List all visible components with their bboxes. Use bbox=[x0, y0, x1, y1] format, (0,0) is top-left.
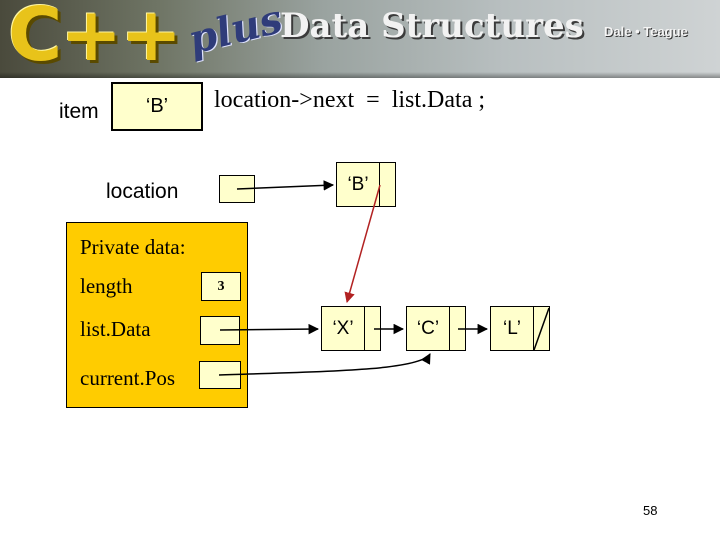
node-value: ‘B’ bbox=[347, 173, 369, 195]
item-value: ‘B’ bbox=[145, 95, 169, 117]
currentpos-arrow bbox=[218, 353, 431, 376]
page-number: 58 bbox=[643, 503, 658, 518]
item-label: item bbox=[59, 100, 99, 123]
node-info: ‘C’ bbox=[406, 306, 450, 351]
list-node-x: ‘X’ bbox=[321, 306, 381, 351]
node-value: ‘C’ bbox=[416, 317, 440, 339]
new-next-arrow bbox=[344, 184, 381, 304]
length-value: 3 bbox=[217, 278, 225, 294]
item-value-box: ‘B’ bbox=[111, 82, 203, 131]
book-title: Data Structures bbox=[280, 6, 584, 46]
code-statement: location->next = list.Data ; bbox=[214, 87, 486, 113]
authors: Dale • Teague bbox=[604, 24, 688, 39]
listdata-label: list.Data bbox=[80, 317, 151, 341]
node-value: ‘L’ bbox=[503, 317, 521, 339]
node-info: ‘X’ bbox=[321, 306, 365, 351]
banner-shadow bbox=[0, 72, 720, 78]
location-node: ‘B’ bbox=[336, 162, 396, 207]
location-arrow bbox=[236, 180, 335, 191]
node-next-field bbox=[380, 162, 396, 207]
cpp-logo: C++ bbox=[8, 0, 182, 78]
private-data-heading: Private data: bbox=[80, 235, 186, 259]
currentpos-label: current.Pos bbox=[80, 366, 176, 390]
list-node-c: ‘C’ bbox=[406, 306, 466, 351]
location-label: location bbox=[106, 180, 179, 203]
null-slash bbox=[533, 307, 550, 351]
header-banner: C++ plus Data Structures Dale • Teague bbox=[0, 0, 720, 78]
node-info: ‘L’ bbox=[490, 306, 534, 351]
node-value: ‘X’ bbox=[332, 317, 354, 339]
length-value-box: 3 bbox=[201, 272, 241, 301]
node-info: ‘B’ bbox=[336, 162, 380, 207]
length-label: length bbox=[80, 274, 133, 298]
listdata-arrow bbox=[219, 323, 320, 335]
